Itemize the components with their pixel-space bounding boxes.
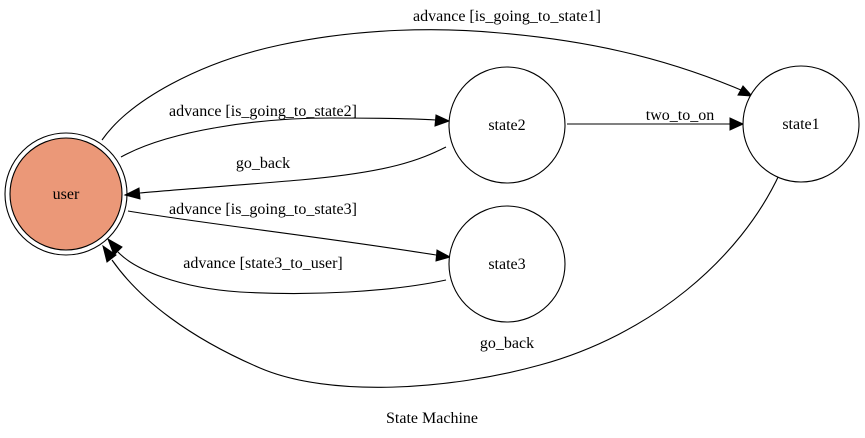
edge-arrowhead xyxy=(107,237,123,256)
node-state3: state3 xyxy=(448,205,566,323)
edge-label-user-state2: advance [is_going_to_state2] xyxy=(169,103,357,120)
node-user-circle xyxy=(9,137,123,251)
diagram-title: State Machine xyxy=(386,410,478,427)
edge-arrowhead xyxy=(729,117,745,131)
edge-arrowhead xyxy=(434,114,451,127)
node-state1-label: state1 xyxy=(782,116,819,133)
edge-arrowhead xyxy=(737,85,754,97)
edge-label-state2-user: go_back xyxy=(236,155,290,172)
node-state3-label: state3 xyxy=(488,256,525,273)
edge-state2-to-user: go_back xyxy=(123,146,447,200)
edge-arrowhead xyxy=(435,249,452,262)
edge-state2-to-state1: two_to_on xyxy=(567,107,745,131)
edge-state3-to-user: advance [state3_to_user] xyxy=(107,237,447,295)
edge-user-to-state1: advance [is_going_to_state1] xyxy=(101,8,754,141)
node-state3-circle xyxy=(448,205,566,323)
node-user-label: user xyxy=(53,186,80,203)
edge-arrowhead xyxy=(123,187,141,200)
edge-label-state1-user: go_back xyxy=(480,335,534,352)
edge-arrowhead xyxy=(102,244,117,263)
node-state2: state2 xyxy=(448,66,566,184)
edge-user-to-state2: advance [is_going_to_state2] xyxy=(120,103,451,158)
edge-label-state2-state1: two_to_on xyxy=(646,107,714,124)
node-state1-circle xyxy=(742,65,860,183)
node-state2-label: state2 xyxy=(488,117,525,134)
edge-user-to-state3: advance [is_going_to_state3] xyxy=(127,201,452,262)
node-state2-circle xyxy=(448,66,566,184)
edge-state1-to-user: go_back xyxy=(102,172,781,388)
edge-label-user-state3: advance [is_going_to_state3] xyxy=(169,201,357,218)
node-user-outer-ring xyxy=(4,132,128,256)
node-user: user xyxy=(4,132,128,256)
edge-label-state3-user: advance [state3_to_user] xyxy=(183,255,342,272)
edge-label-user-state1: advance [is_going_to_state1] xyxy=(413,8,601,25)
node-state1: state1 xyxy=(742,65,860,183)
